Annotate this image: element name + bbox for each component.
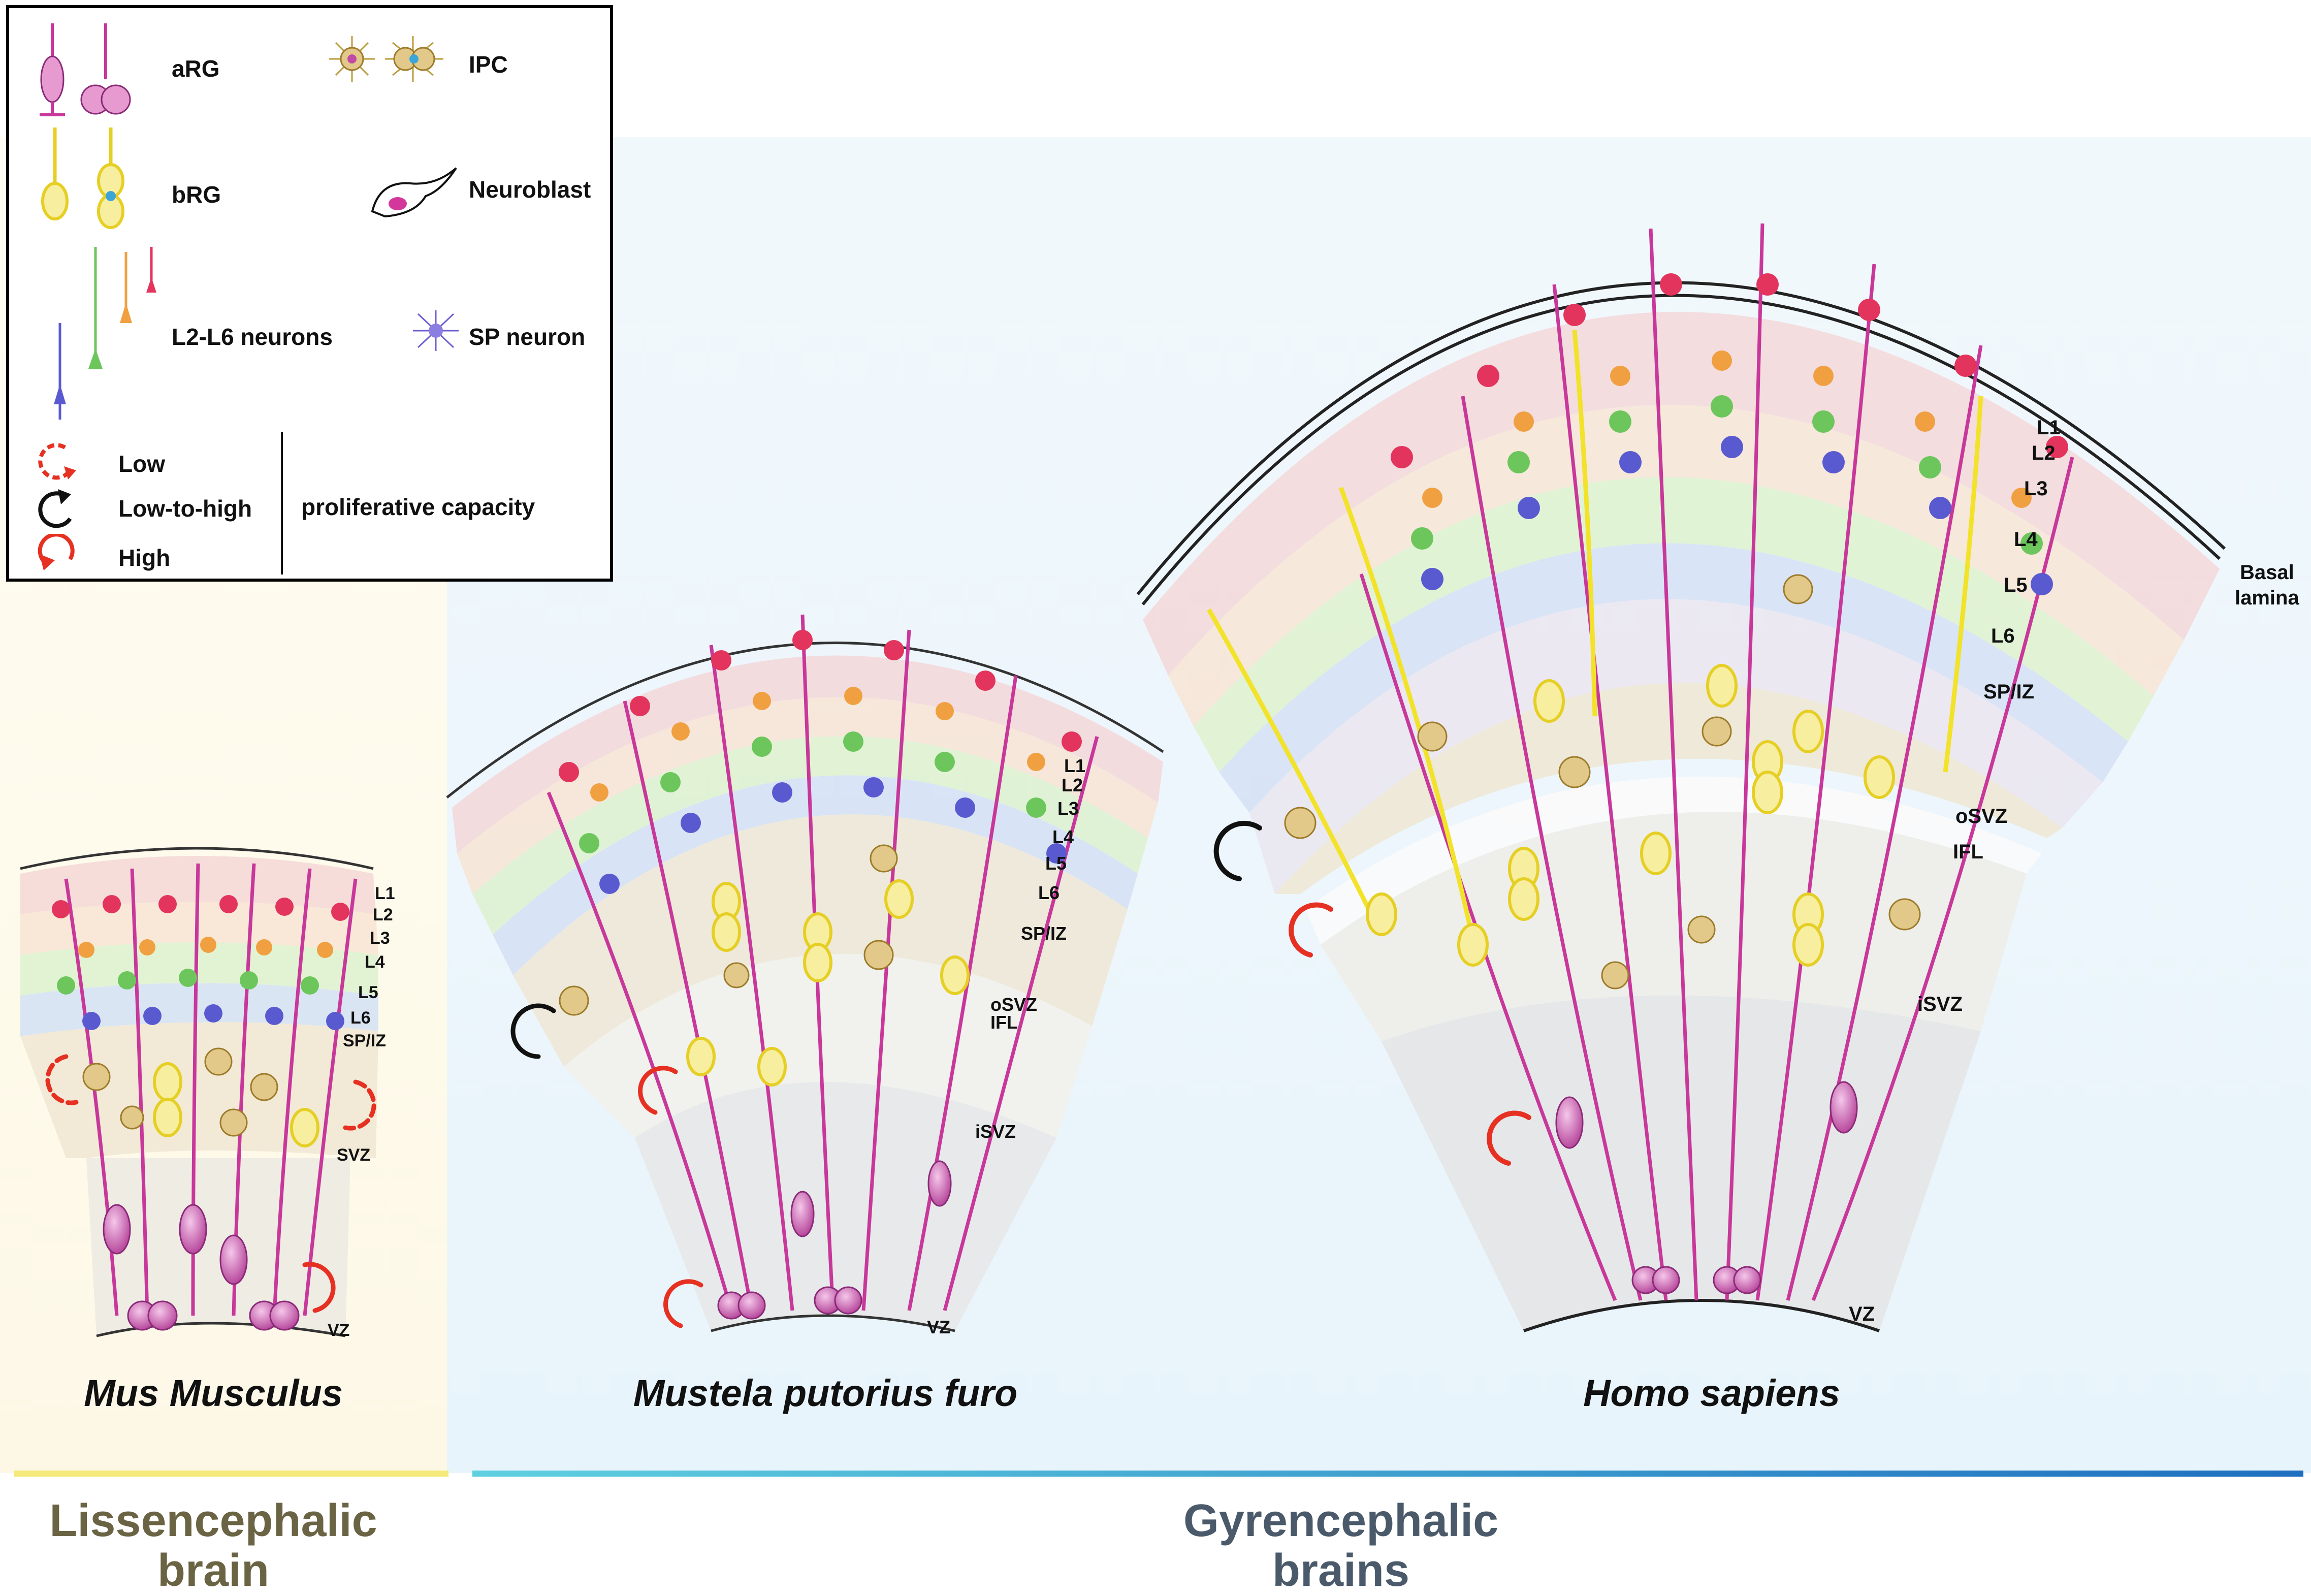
human-cortex: L1 L2 L3 L4 L5 L6 SP/IZ oSVZ IFL iSVZ VZ… (1136, 223, 2299, 1332)
gyrencephalic-group-label: Gyrencephalic brains (1183, 1496, 1498, 1595)
legend-neurons-label: L2-L6 neurons (172, 324, 333, 350)
species-label-human: Homo sapiens (1583, 1372, 1840, 1414)
human-layer-label-L1: L1 (2037, 417, 2061, 439)
ferret-arg-somata (717, 1160, 952, 1320)
human-ventricular-surface (1523, 1299, 1880, 1332)
arg-cell-icon (40, 23, 131, 116)
mouse-pial-surface (20, 847, 374, 870)
human-layer-label-L3: L3 (2024, 477, 2048, 500)
legend-high-label: High (118, 545, 171, 571)
neuroblast-icon (371, 167, 457, 218)
human-ipc-cells (1284, 574, 1921, 989)
human-layer-label-L2: L2 (2032, 442, 2056, 464)
basal-lamina-label-2: lamina (2235, 587, 2299, 609)
mouse-neurons (52, 895, 349, 1030)
human-layer-label-L5: L5 (2004, 574, 2028, 596)
mouse-proliferation-arrows (45, 1054, 376, 1313)
ferret-layer-label-iSVZ: iSVZ (975, 1121, 1016, 1142)
ferret-layer-label-L3: L3 (1057, 798, 1079, 819)
mouse-brg-cells (153, 1062, 319, 1147)
ipc-cell-icon (329, 36, 443, 82)
lissencephalic-line-2: brain (157, 1545, 270, 1596)
species-label-mouse: Mus Musculus (84, 1372, 343, 1414)
human-arg-somata (1555, 1081, 1858, 1294)
lissencephalic-line-1: Lissencephalic (49, 1495, 377, 1546)
legend-capacity-title: proliferative capacity (301, 494, 535, 520)
ferret-ipc-cells (559, 844, 898, 1016)
human-brg-cells (1366, 664, 1895, 967)
human-layer-label-VZ: VZ (1849, 1303, 1875, 1325)
human-layer-label-iSVZ: iSVZ (1917, 993, 1963, 1015)
gyrencephalic-line-1: Gyrencephalic (1183, 1495, 1499, 1546)
high-arrow-icon (38, 534, 75, 570)
mouse-layer-bands (20, 856, 378, 1336)
mouse-layer-label-L1: L1 (375, 884, 395, 903)
ferret-brg-cells (686, 879, 970, 1087)
ferret-layer-label-oSVZ: oSVZ (990, 994, 1037, 1015)
legend-divider (281, 432, 283, 574)
human-proliferation-arrows (1213, 820, 1531, 1166)
lissencephalic-bar (14, 1471, 448, 1477)
mouse-arg-somata (103, 1204, 300, 1331)
ferret-proliferation-arrows (510, 1003, 703, 1328)
legend-sp-label: SP neuron (469, 324, 586, 350)
ferret-layer-label-L1: L1 (1064, 755, 1085, 776)
mouse-layer-label-SVZ: SVZ (337, 1145, 370, 1165)
legend-brg-label: bRG (172, 181, 221, 208)
legend-arg-label: aRG (172, 55, 220, 82)
legend-box: aRG bRG L2-L6 neurons IPC (6, 5, 613, 582)
human-layer-label-L4: L4 (2014, 528, 2038, 551)
ferret-layer-label-L6: L6 (1038, 882, 1060, 903)
mouse-layer-label-L5: L5 (358, 983, 378, 1002)
mouse-cortex: L1 L2 L3 L4 L5 L6 SP/IZ SVZ VZ (20, 847, 395, 1340)
basal-lamina-label-1: Basal (2240, 561, 2294, 584)
ferret-layer-label-VZ: VZ (927, 1317, 950, 1337)
legend-low-to-high-label: Low-to-high (118, 495, 252, 522)
mouse-ventricular-surface (96, 1322, 346, 1337)
human-layer-label-IFL: IFL (1953, 841, 1983, 863)
human-layer-label-oSVZ: oSVZ (1955, 805, 2007, 827)
ferret-neurons (559, 630, 1082, 894)
mouse-layer-label-SP-IZ: SP/IZ (343, 1031, 386, 1050)
mouse-layer-label-L4: L4 (365, 952, 385, 972)
human-radial-fibers (1359, 223, 2074, 1301)
legend-low-label: Low (118, 451, 165, 477)
ferret-ventricular-surface (711, 1314, 955, 1332)
human-layer-label-L6: L6 (1991, 625, 2015, 647)
ferret-cortex: L1 L2 L3 L4 L5 L6 SP/IZ oSVZ IFL iSVZ VZ (446, 614, 1164, 1337)
ferret-layer-label-L5: L5 (1045, 853, 1067, 874)
gyrencephalic-line-2: brains (1272, 1545, 1410, 1596)
human-layer-label-SP-IZ: SP/IZ (1983, 681, 2034, 703)
human-neurons (1391, 273, 2068, 595)
legend-ipc-label: IPC (469, 51, 508, 78)
legend-neuroblast-label: Neuroblast (469, 176, 591, 203)
mouse-layer-label-L6: L6 (350, 1008, 371, 1028)
brg-cell-icon (41, 127, 124, 229)
layer-neurons-icon (54, 247, 156, 420)
ferret-layer-label-IFL: IFL (990, 1012, 1018, 1033)
human-layer-bands (1143, 311, 2220, 1331)
ferret-radial-fibers (547, 614, 1099, 1311)
low-arrow-icon (38, 443, 76, 480)
sp-neuron-icon (413, 310, 459, 351)
lissencephalic-group-label: Lissencephalic brain (49, 1496, 377, 1595)
mouse-layer-label-VZ: VZ (328, 1321, 349, 1340)
ferret-layer-label-L2: L2 (1062, 775, 1083, 795)
gyrencephalic-bar (472, 1471, 2303, 1477)
mouse-ipc-cells (82, 1047, 278, 1137)
low-to-high-arrow-icon (38, 489, 72, 528)
mouse-layer-label-L3: L3 (370, 929, 390, 948)
ferret-layer-label-SP-IZ: SP/IZ (1021, 923, 1067, 944)
mouse-layer-label-L2: L2 (373, 905, 393, 924)
ferret-layer-bands (452, 655, 1163, 1331)
ferret-layer-label-L4: L4 (1052, 826, 1074, 847)
human-brg-fibers (1207, 330, 1983, 940)
species-label-ferret: Mustela putorius furo (633, 1372, 1018, 1414)
